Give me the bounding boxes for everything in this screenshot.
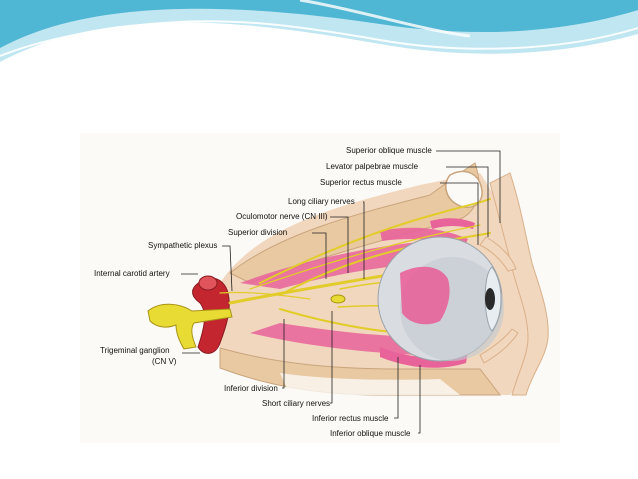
leader-levator bbox=[446, 166, 489, 237]
trochlear-nerve bbox=[249, 224, 481, 290]
leader-superior-oblique bbox=[436, 150, 501, 223]
leader-superior-division bbox=[312, 232, 327, 279]
leader-superior-rectus bbox=[440, 182, 479, 245]
leader-inferior-oblique bbox=[418, 365, 421, 434]
label-superior-rectus-muscle: Superior rectus muscle bbox=[320, 178, 402, 187]
label-trigeminal-cn-v: (CN V) bbox=[152, 357, 177, 366]
frontal-sinus bbox=[445, 170, 483, 209]
leader-inferior-division bbox=[282, 319, 285, 389]
label-trigeminal-ganglion: Trigeminal ganglion bbox=[100, 346, 170, 355]
maxillary-space bbox=[280, 373, 460, 395]
wave-highlight bbox=[0, 20, 638, 57]
pupil bbox=[485, 288, 495, 310]
label-superior-division: Superior division bbox=[228, 228, 287, 237]
label-inferior-division: Inferior division bbox=[224, 384, 278, 393]
header-wave-decoration bbox=[0, 0, 638, 62]
orbit-anatomy-figure: Superior oblique muscle Levator palpebra… bbox=[80, 133, 560, 443]
sympathetic-fibers bbox=[219, 291, 311, 300]
label-superior-oblique-muscle: Superior oblique muscle bbox=[346, 146, 432, 155]
label-long-ciliary-nerves: Long ciliary nerves bbox=[288, 197, 355, 206]
leader-lines bbox=[181, 150, 501, 434]
label-sympathetic-plexus: Sympathetic plexus bbox=[148, 241, 217, 250]
leader-short-ciliary bbox=[330, 311, 333, 404]
lower-eyelid bbox=[479, 328, 519, 364]
leader-long-ciliary bbox=[363, 201, 365, 279]
upper-eyelid bbox=[479, 236, 517, 272]
frontal-nerve bbox=[259, 198, 491, 284]
superior-oblique-muscle bbox=[430, 218, 475, 229]
trigeminal-ganglion bbox=[147, 303, 233, 350]
ciliary-ganglion bbox=[330, 294, 346, 304]
wave-dark-band bbox=[0, 0, 638, 48]
label-oculomotor-nerve: Oculomotor nerve (CN III) bbox=[236, 212, 328, 221]
label-levator-palpebrae-muscle: Levator palpebrae muscle bbox=[326, 162, 419, 171]
label-inferior-rectus-muscle: Inferior rectus muscle bbox=[312, 414, 389, 423]
leader-inferior-rectus bbox=[394, 357, 399, 419]
label-inferior-oblique-muscle: Inferior oblique muscle bbox=[330, 429, 411, 438]
leader-oculomotor bbox=[330, 216, 349, 273]
lateral-rectus-muscle bbox=[400, 266, 450, 325]
wave-highlight-2 bbox=[299, 0, 471, 38]
carotid-lumen bbox=[198, 275, 218, 291]
label-short-ciliary-nerves: Short ciliary nerves bbox=[262, 399, 330, 408]
leader-sympathetic bbox=[222, 245, 233, 292]
label-internal-carotid-artery: Internal carotid artery bbox=[94, 269, 170, 278]
